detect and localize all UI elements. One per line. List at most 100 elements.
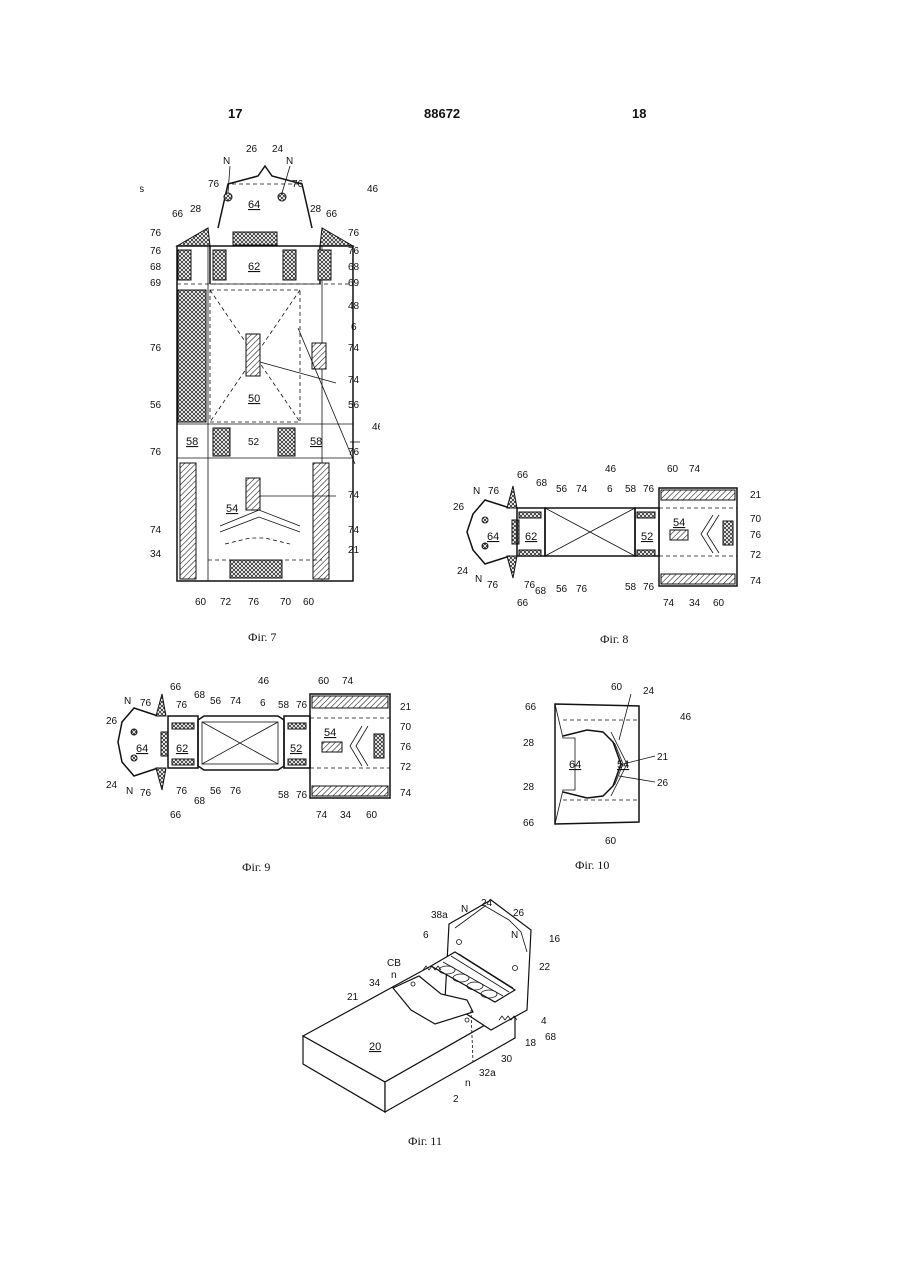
- fig8-label: 56: [556, 484, 568, 495]
- fig11-label: 26: [513, 908, 525, 919]
- fig8-label: 76: [488, 486, 500, 497]
- fig7-label: 21: [348, 545, 360, 556]
- fig9-label: 76: [230, 786, 242, 797]
- fig8-label: 74: [750, 576, 762, 587]
- fig11-label: 2: [453, 1094, 459, 1105]
- fig7-label: 46m: [372, 422, 380, 433]
- fig7-label: 76: [150, 246, 162, 257]
- fig9-label: 21: [400, 702, 412, 713]
- page-number-left: 17: [228, 106, 242, 121]
- figure-10-drawing: 60 24 66 46 28 64 54 21 26 28 66 60: [515, 676, 705, 852]
- fig9-label: 74: [342, 676, 354, 687]
- fig8-label: 58: [625, 582, 637, 593]
- figure-7-drawing: 26 24 N N 76 76 46s 46 28 28 66 66 64 62…: [140, 140, 380, 615]
- fig9-label: 68: [194, 690, 206, 701]
- fig11-label: n: [391, 970, 397, 981]
- fig11-label: 18: [525, 1038, 537, 1049]
- fig7-label: 76: [248, 597, 260, 608]
- fig8-label: 26: [453, 502, 465, 513]
- fig7-label: N: [286, 156, 293, 167]
- fig7-label: 46: [367, 184, 379, 195]
- fig10-label: 66: [523, 818, 535, 829]
- fig7-label: 28: [310, 204, 322, 215]
- fig7-label: 74: [348, 525, 360, 536]
- fig7-label: 60: [195, 597, 207, 608]
- fig7-label: 66: [172, 209, 184, 220]
- fig9-label: 76: [140, 788, 152, 799]
- fig10-label: 66: [525, 702, 537, 713]
- fig7-label: 68: [150, 262, 162, 273]
- fig9-label: N: [124, 696, 131, 707]
- fig7-label: 6: [351, 322, 357, 333]
- fig10-label: 24: [643, 686, 655, 697]
- fig11-label: 68: [545, 1032, 557, 1043]
- fig7-label: 74: [348, 490, 360, 501]
- fig7-label: 74: [348, 343, 360, 354]
- fig9-label: 60: [318, 676, 330, 687]
- fig9-label: 64: [136, 743, 148, 755]
- fig8-label: 66: [517, 470, 529, 481]
- flap-64-outline: [118, 708, 158, 776]
- fig8-label: 52: [641, 531, 653, 543]
- caption-fig7: Фіг. 7: [248, 630, 276, 645]
- fig8-label: 54: [673, 517, 685, 529]
- fig7-label: 26: [246, 144, 258, 155]
- fig8-label: 74: [576, 484, 588, 495]
- fig7-label: 48: [348, 301, 360, 312]
- caption-fig9: Фіг. 9: [242, 860, 270, 875]
- fig10-label: 26: [657, 778, 669, 789]
- caption-fig8: Фіг. 8: [600, 632, 628, 647]
- fig7-label: 74: [348, 375, 360, 386]
- fig9-label: 76: [176, 700, 188, 711]
- fig8-label: N: [473, 486, 480, 497]
- fig9-label: 74: [400, 788, 412, 799]
- fig9-label: 26: [106, 716, 118, 727]
- fig8-label: 76: [750, 530, 762, 541]
- fig8-label: 74: [663, 598, 675, 609]
- fig10-label: 46: [680, 712, 692, 723]
- fig8-label: 58: [625, 484, 637, 495]
- fig8-label: 68: [536, 478, 548, 489]
- fig9-label: 62: [176, 743, 188, 755]
- fig10-label: 54: [617, 759, 629, 771]
- fig11-label: 34: [369, 978, 381, 989]
- fig8-label: 74: [689, 464, 701, 475]
- figure-11-drawing: 38a N 24 26 6 N 16 CB n 22 34 21 4 68 18…: [295, 892, 595, 1122]
- fig7-label: 76: [150, 228, 162, 239]
- fig7-label: 74: [150, 525, 162, 536]
- fig9-label: 56: [210, 696, 222, 707]
- fig8-label: 6: [607, 484, 613, 495]
- fig7-label: 70: [280, 597, 292, 608]
- fig8-label: 56: [556, 584, 568, 595]
- fig8-label: 72: [750, 550, 762, 561]
- figure-8-drawing: 66 46 60 74 N 76 68 56 74 6 58 76 21 26 …: [445, 460, 775, 620]
- fig11-label: CB: [387, 958, 401, 969]
- fig7-label: 76: [348, 447, 360, 458]
- fig9-label: 58: [278, 790, 290, 801]
- fig7-label: 46s: [140, 184, 144, 195]
- fig11-label: 22: [539, 962, 551, 973]
- fig8-label: 76: [643, 582, 655, 593]
- fig7-label: 68: [348, 262, 360, 273]
- fig10-label: 60: [611, 682, 623, 693]
- fig9-label: 56: [210, 786, 222, 797]
- fig9-label: 46: [258, 676, 270, 687]
- caption-fig10: Фіг. 10: [575, 858, 609, 873]
- fig11-label: N: [511, 930, 518, 941]
- fig9-label: 74: [316, 810, 328, 821]
- fig10-label: 64: [569, 759, 581, 771]
- fig9-label: 76: [176, 786, 188, 797]
- fig8-label: 68: [535, 586, 547, 597]
- fig11-label: N: [461, 904, 468, 915]
- figure-9-drawing: 66 68 46 60 74 N 76 76 56 74 6 58 76 21 …: [100, 672, 430, 832]
- fig11-label: 32a: [479, 1068, 496, 1079]
- fig10-label: 28: [523, 738, 535, 749]
- fig7-label: N: [223, 156, 230, 167]
- fig11-label: 20: [369, 1041, 381, 1053]
- fig7-label: 62: [248, 261, 260, 273]
- fig8-label: 76: [524, 580, 536, 591]
- fig7-label: 69: [150, 278, 162, 289]
- fig10-label: 21: [657, 752, 669, 763]
- fig7-label: 60: [303, 597, 315, 608]
- fig11-label: 24: [481, 898, 493, 909]
